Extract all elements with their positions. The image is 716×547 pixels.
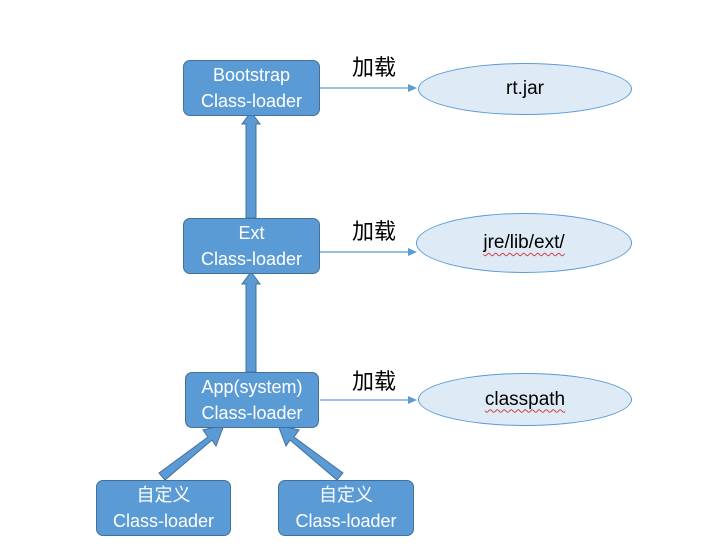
bootstrap-classloader-node: Bootstrap Class-loader	[183, 60, 320, 116]
bootstrap-line2: Class-loader	[200, 91, 303, 111]
load-label-ext: 加载	[352, 219, 397, 244]
ext-line2: Class-loader	[200, 249, 303, 269]
arrow-app-to-ext	[241, 271, 261, 373]
custom-classloader-node-right: 自定义 Class-loader	[278, 480, 414, 536]
app-line1: App(system)	[201, 377, 303, 397]
target-jre-lib-ext-label: jre/lib/ext/	[483, 232, 565, 253]
load-label-app: 加载	[352, 369, 397, 394]
target-classpath: classpath	[418, 373, 632, 426]
custom-right-line1: 自定义	[319, 485, 373, 505]
custom-classloader-node-left: 自定义 Class-loader	[96, 480, 231, 536]
target-rt-jar: rt.jar	[418, 63, 632, 115]
arrow-custom-left-to-app	[158, 424, 225, 481]
arrow-custom-right-to-app	[277, 424, 344, 481]
custom-right-line2: Class-loader	[295, 511, 397, 531]
arrow-ext-to-bootstrap	[241, 111, 261, 219]
ext-line1: Ext	[238, 223, 265, 243]
load-arrow-app	[320, 396, 417, 404]
ext-classloader-node: Ext Class-loader	[183, 218, 320, 274]
target-classpath-label: classpath	[484, 388, 566, 410]
bootstrap-line1: Bootstrap	[212, 65, 291, 85]
load-arrow-bootstrap	[320, 84, 417, 92]
custom-left-line1: 自定义	[136, 485, 191, 505]
app-line2: Class-loader	[201, 403, 303, 423]
target-rt-jar-label: rt.jar	[506, 78, 544, 99]
load-label-bootstrap: 加载	[352, 55, 397, 80]
app-classloader-node: App(system) Class-loader	[185, 372, 319, 428]
custom-left-line2: Class-loader	[112, 511, 215, 531]
load-arrow-ext	[320, 248, 417, 256]
target-jre-lib-ext: jre/lib/ext/	[416, 213, 632, 273]
